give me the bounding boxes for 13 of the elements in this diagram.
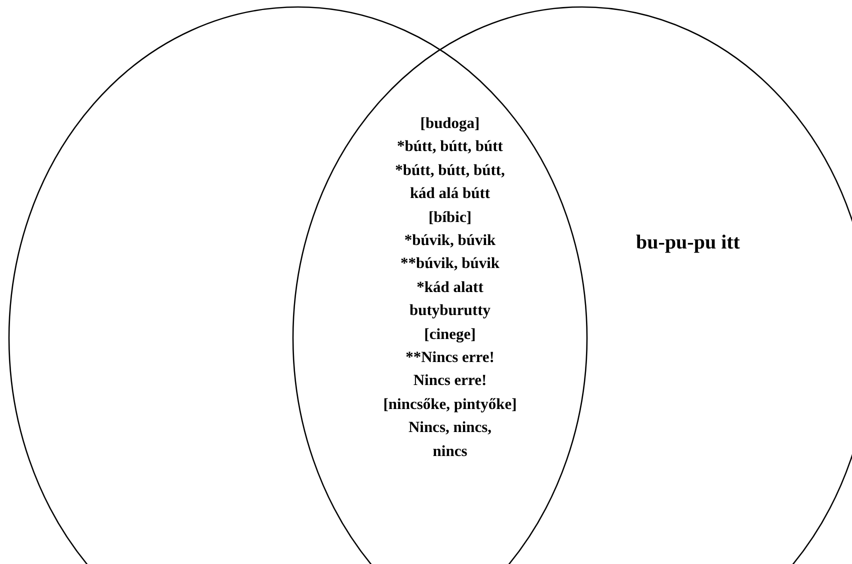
overlap-text: [bíbic] [428, 208, 472, 228]
overlap-text: *bútt, bútt, bútt [397, 137, 503, 158]
overlap-text: *bútt, bútt, bútt, kád alá bútt [394, 160, 506, 204]
overlap-text: *búvik, búvik [404, 231, 496, 252]
overlap-text: [nincsőke, pintyőke] [383, 394, 517, 415]
overlap-text: Nincs erre! [413, 371, 487, 392]
overlap-text: **búvik, búvik [400, 254, 500, 274]
overlap-text: **Nincs erre! [406, 348, 494, 368]
overlap-text: *kád alatt butyburutty [408, 278, 492, 322]
overlap-text: [budoga] [420, 114, 480, 134]
circle-label: bu-pu-pu itt [636, 232, 740, 254]
overlap-text: Nincs, nincs, nincs [407, 418, 493, 462]
overlap-text: [cinege] [424, 324, 476, 345]
